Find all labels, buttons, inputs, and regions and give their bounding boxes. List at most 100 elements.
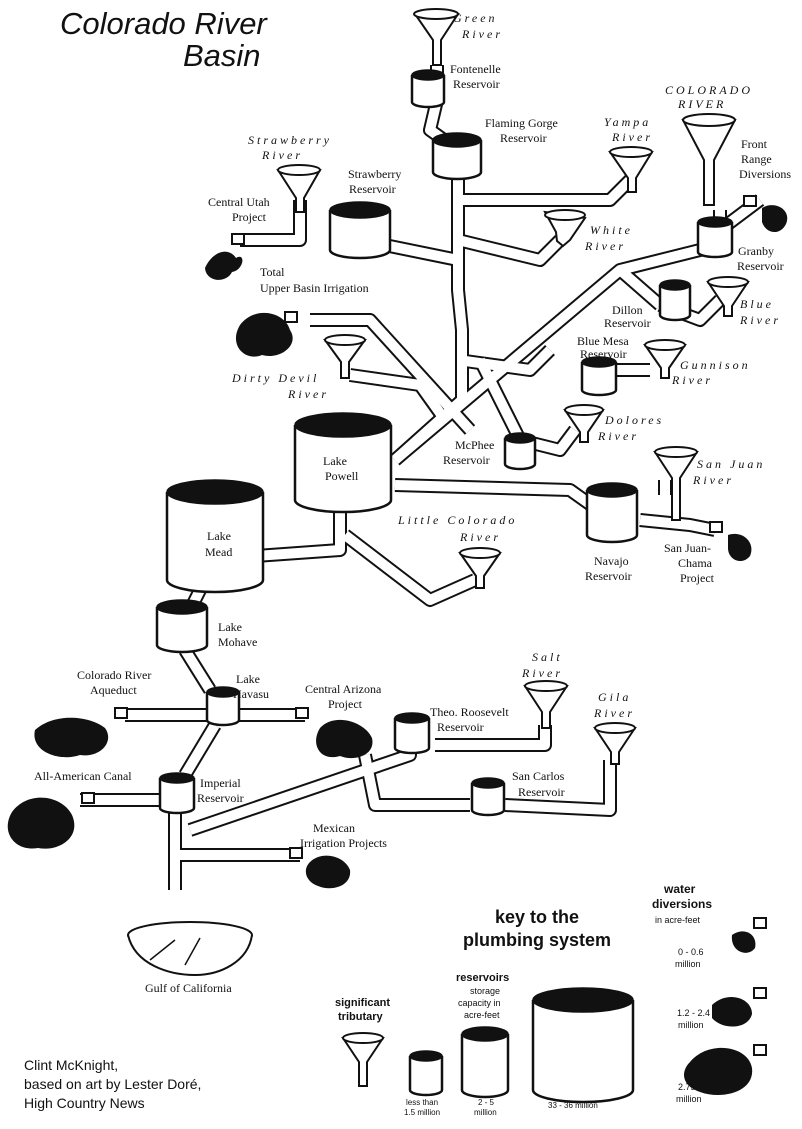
key-div-medium-1: 1.2 - 2.4 (677, 1008, 710, 1018)
key-div-large-1: 2.75 (678, 1082, 696, 1092)
label-central-arizona-1: Central Arizona (305, 682, 382, 696)
tank-blue-mesa (580, 356, 618, 397)
faucet-icon-co-aqueduct (34, 707, 128, 758)
funnel-icon-san-juan (653, 446, 699, 521)
funnel-icon-dolores (563, 404, 605, 443)
label-imperial-2: Reservoir (197, 791, 244, 805)
key-storage-1: storage (470, 986, 500, 996)
label-lake-mead-1: Lake (207, 529, 231, 543)
key-res-small-2: 1.5 million (404, 1108, 440, 1117)
label-imperial-1: Imperial (200, 776, 241, 790)
funnel-icon-strawberry (276, 164, 322, 213)
label-upper-basin-1: Total (260, 265, 285, 279)
river-label-blue-1: Blue (740, 297, 774, 311)
key-funnel-icon (341, 1032, 385, 1087)
river-label-gunnison-2: River (671, 373, 713, 387)
svg-text:Basin: Basin (183, 38, 261, 73)
label-mexican-1: Mexican (313, 821, 355, 835)
label-mexican-2: Irrigation Projects (300, 836, 387, 850)
key-tributary-1: significant (335, 997, 390, 1009)
key-div-large-2: million (676, 1094, 702, 1104)
key-tributary-2: tributary (338, 1011, 384, 1023)
key-div-small-2: million (675, 959, 701, 969)
label-san-carlos-1: San Carlos (512, 769, 565, 783)
tank-granby (696, 216, 734, 259)
river-label-yampa-1: Yampa (604, 115, 651, 129)
label-front-range-3: Diversions (739, 167, 791, 181)
river-label-white-1: White (590, 223, 633, 237)
label-dillon-1: Dillon (612, 303, 643, 317)
label-fontenelle-2: Reservoir (453, 77, 500, 91)
label-upper-basin-2: Upper Basin Irrigation (260, 281, 369, 295)
river-label-white-2: River (584, 239, 626, 253)
faucet-icon-all-american (7, 792, 95, 849)
label-gulf: Gulf of California (145, 981, 232, 995)
river-label-gila-2: River (593, 706, 635, 720)
tank-theo-roosevelt (393, 712, 431, 755)
key-storage-3: acre-feet (464, 1010, 500, 1020)
key-div-small-1: 0 - 0.6 (678, 947, 704, 957)
tank-fontenelle (410, 69, 446, 109)
funnel-icon-white (543, 209, 587, 248)
label-flaming-gorge-1: Flaming Gorge (485, 116, 558, 130)
faucet-icon-central-utah (205, 233, 245, 280)
label-central-utah-2: Project (232, 210, 267, 224)
river-label-little-colorado-2: River (459, 530, 501, 544)
label-blue-mesa-2: Reservoir (580, 347, 627, 361)
river-label-salt-1: Salt (532, 650, 563, 664)
tank-flaming-gorge (431, 132, 483, 181)
key-tank-large (531, 987, 635, 1104)
river-label-gila-1: Gila (598, 690, 631, 704)
key-reservoirs-heading: reservoirs (456, 972, 509, 984)
funnel-icon-gunnison (643, 339, 687, 379)
faucet-icon-front-range (743, 195, 788, 233)
svg-text:Colorado River: Colorado River (60, 6, 268, 41)
key-water-diversions-1: water (663, 882, 696, 896)
key-tank-medium (460, 1026, 510, 1099)
label-lake-mohave-1: Lake (218, 620, 242, 634)
tank-strawberry (328, 201, 392, 260)
faucet-icon-central-arizona (295, 707, 373, 759)
label-lake-mead-2: Mead (205, 545, 232, 559)
label-blue-mesa-1: Blue Mesa (577, 334, 629, 348)
faucet-icon-upper-basin (235, 311, 298, 357)
funnel-icon-gila (593, 722, 637, 765)
label-co-aqueduct-1: Colorado River (77, 668, 151, 682)
tank-mcphee (503, 432, 537, 471)
label-flaming-gorge-2: Reservoir (500, 131, 547, 145)
river-label-dirty-devil-1: Dirty Devil (231, 371, 319, 385)
key-res-large: 33 - 36 million (548, 1101, 598, 1110)
gulf-bowl-icon (127, 921, 253, 977)
label-front-range-1: Front (741, 137, 768, 151)
funnel-icon-colorado (681, 113, 737, 206)
key-faucet-large (684, 1044, 767, 1095)
funnel-icon-salt (523, 680, 569, 729)
key-res-medium-1: 2 - 5 (478, 1098, 495, 1107)
river-label-dolores-2: River (597, 429, 639, 443)
label-san-juan-chama-3: Project (680, 571, 715, 585)
key-faucet-medium (712, 987, 767, 1027)
river-label-colorado-2: RIVER (677, 97, 726, 111)
pipe-network-core (80, 65, 763, 890)
label-strawberry-res-2: Reservoir (349, 182, 396, 196)
label-lake-havasu-1: Lake (236, 672, 260, 686)
key-title-2: plumbing system (463, 930, 611, 950)
credit-line-2: based on art by Lester Doré, (24, 1076, 201, 1092)
label-theo-roosevelt-2: Reservoir (437, 720, 484, 734)
label-lake-mohave-2: Mohave (218, 635, 257, 649)
label-lake-powell-2: Powell (325, 469, 359, 483)
label-navajo-1: Navajo (594, 554, 629, 568)
label-granby-1: Granby (738, 244, 774, 258)
label-mcphee-2: Reservoir (443, 453, 490, 467)
credit-line-1: Clint McKnight, (24, 1057, 118, 1073)
river-label-yampa-2: River (611, 130, 653, 144)
key-tank-small (408, 1050, 444, 1097)
funnel-icon-dirty-devil (323, 334, 367, 379)
funnel-icon-green (413, 8, 460, 66)
river-label-green-1: Green (453, 11, 498, 25)
label-central-arizona-2: Project (328, 697, 363, 711)
river-label-gunnison-1: Gunnison (680, 358, 751, 372)
river-label-salt-2: River (521, 666, 563, 680)
diagram-title: Colorado River Basin (60, 6, 268, 73)
